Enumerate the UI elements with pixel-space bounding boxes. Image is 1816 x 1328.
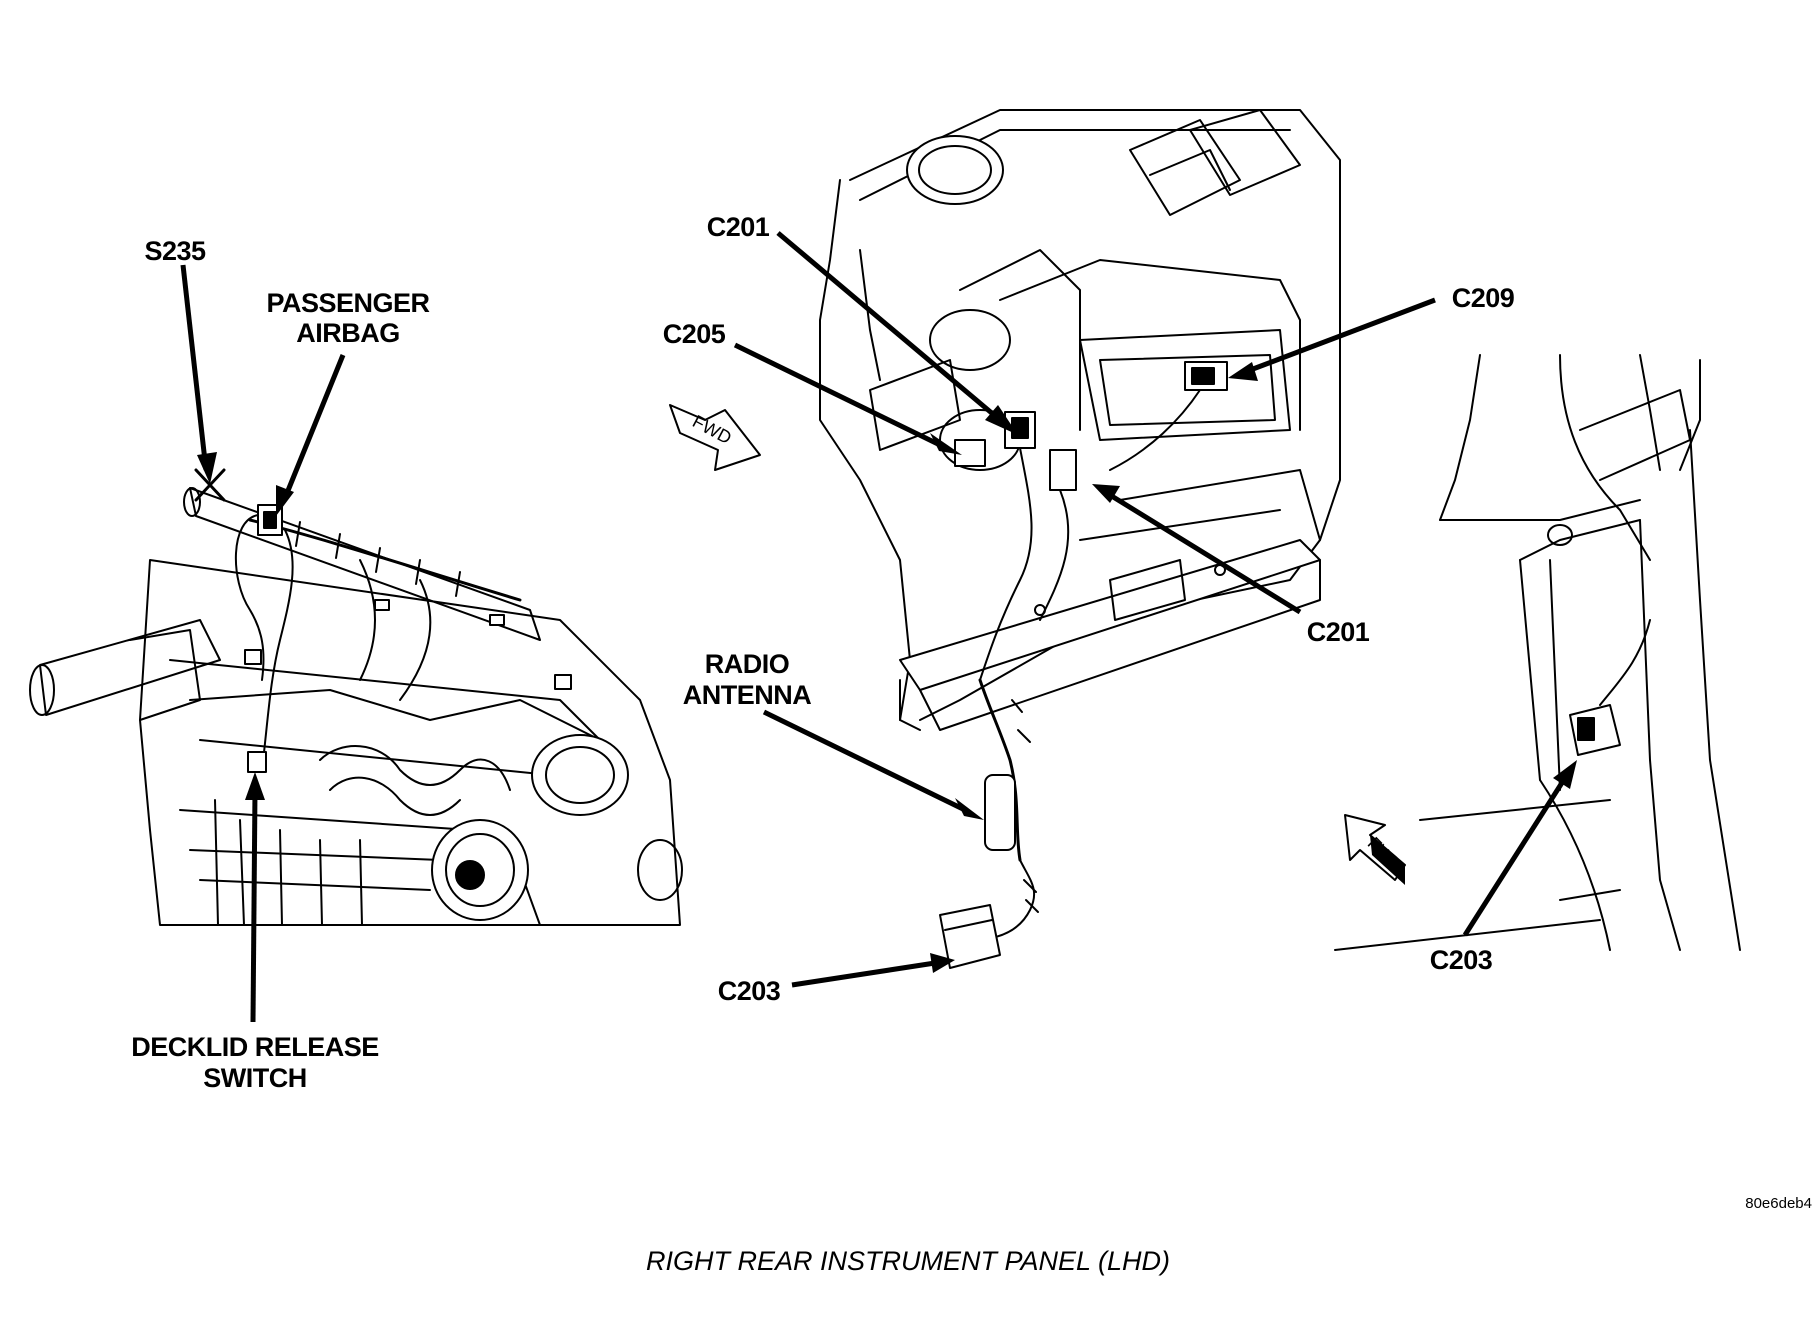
- label-decklid-release-line1: DECKLID RELEASE: [131, 1032, 379, 1062]
- arrowhead-c201-right: [1092, 484, 1120, 503]
- label-radio-antenna-line1: RADIO: [705, 649, 790, 679]
- leader-passenger-airbag: [282, 354, 346, 499]
- callout-labels: S235 PASSENGER AIRBAG DECKLID RELEASE SW…: [131, 212, 1515, 1093]
- label-c201-top: C201: [707, 212, 770, 242]
- arrowhead-c209: [1228, 362, 1258, 381]
- label-c203-center: C203: [718, 976, 781, 1006]
- leader-c203-center: [791, 960, 936, 988]
- arrowhead-c203-right: [1553, 760, 1577, 789]
- center-panel-illustration: [819, 109, 1341, 969]
- arrowhead-c203-center: [930, 953, 955, 973]
- arrowhead-passenger-airbag: [276, 485, 294, 516]
- label-passenger-airbag-line1: PASSENGER: [266, 288, 429, 318]
- leader-s235: [180, 264, 209, 471]
- figure-caption: RIGHT REAR INSTRUMENT PANEL (LHD): [646, 1246, 1170, 1276]
- label-passenger-airbag-line2: AIRBAG: [296, 318, 400, 348]
- label-c201-right: C201: [1307, 617, 1370, 647]
- arrowhead-c201-top: [985, 405, 1018, 435]
- leader-lines: [180, 231, 1577, 1023]
- label-radio-antenna-line2: ANTENNA: [683, 680, 812, 710]
- reference-code: 80e6deb4: [1745, 1195, 1812, 1212]
- fwd-arrow-center-icon: FWD: [669, 404, 761, 471]
- right-panel-illustration: [1334, 354, 1741, 951]
- label-decklid-release-line2: SWITCH: [203, 1063, 306, 1093]
- leader-c209: [1244, 297, 1436, 375]
- left-panel-illustration: [29, 468, 683, 926]
- leader-decklid-switch: [250, 789, 258, 1023]
- leader-c205: [733, 342, 942, 448]
- fwd-arrow-right-icon: FWD: [1344, 814, 1407, 885]
- arrowhead-radio-antenna: [955, 798, 984, 820]
- label-c205: C205: [663, 319, 726, 349]
- leader-c201-right: [1108, 492, 1302, 615]
- arrowhead-decklid-switch: [245, 772, 265, 800]
- label-s235: S235: [144, 236, 206, 266]
- leader-radio-antenna: [762, 709, 967, 813]
- label-c203-right: C203: [1430, 945, 1493, 975]
- arrowhead-s235: [197, 452, 217, 484]
- leader-c203-right: [1462, 776, 1568, 937]
- leader-c201-top: [776, 231, 1002, 422]
- label-c209: C209: [1452, 283, 1515, 313]
- arrowhead-c205: [930, 433, 962, 455]
